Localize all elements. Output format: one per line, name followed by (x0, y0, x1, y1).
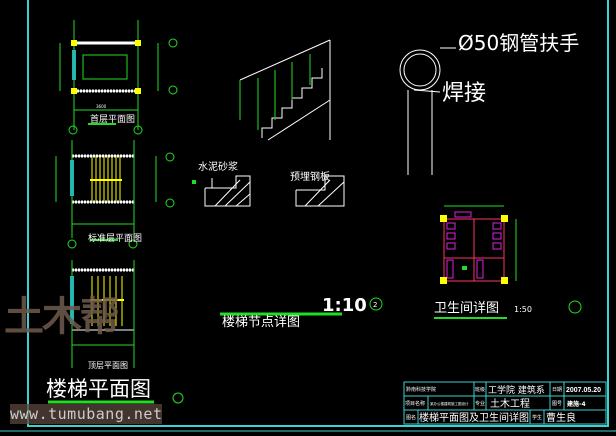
major-value: 土木工程 (490, 397, 530, 410)
project-label: 项目名称 (405, 400, 425, 407)
project-value: 某办公楼建筑施工图设计 (430, 401, 469, 406)
toilet-scale: 1:50 (514, 305, 532, 314)
plan-label-top: 顶层平面图 (88, 361, 128, 370)
node-details (192, 175, 345, 207)
dimension-text: 3600 (96, 104, 107, 109)
main-title: 楼梯平面图 (46, 377, 151, 401)
detail-title: 楼梯节点详图 (222, 315, 300, 330)
toilet-number-circle (568, 300, 582, 314)
date-value: 2007.05.20 (566, 387, 601, 394)
school-name: 黔南科技学院 (406, 386, 436, 393)
mortar-label: 水泥砂浆 (198, 160, 238, 173)
class-label: 班级 (475, 386, 485, 393)
detail-number-circle (369, 297, 383, 311)
plan-label-ground: 首层平面图 (90, 113, 135, 125)
detail-scale: 1:10 (322, 295, 367, 316)
student-value: 曹生良 (546, 411, 576, 424)
student-label: 学生 (532, 414, 542, 421)
detail-number: 2 (373, 301, 377, 309)
sheet-label: 图号 (552, 401, 562, 407)
drawing-name-label: 图名 (406, 414, 416, 421)
toilet-plan (440, 205, 517, 284)
handrail-detail (399, 47, 456, 175)
handrail-note: Ø50钢管扶手 (458, 31, 579, 55)
watermark-logo: 土木帮 (4, 294, 120, 340)
watermark-url: www.tumubang.net (10, 404, 163, 424)
toilet-title: 卫生间详图 (434, 301, 499, 316)
drawing-name-value: 楼梯平面图及卫生间详图 (419, 411, 529, 424)
standard-floor-plan (55, 140, 175, 249)
weld-note: 焊接 (442, 81, 486, 106)
plan-label-standard: 标准层平面图 (88, 232, 142, 244)
ground-floor-plan (59, 20, 178, 135)
class-value: 工学院 建筑系 (488, 384, 545, 396)
major-label: 专业 (475, 400, 485, 407)
sheet-value: 建施-4 (567, 400, 586, 408)
top-floor-plan (48, 260, 184, 404)
title-block (403, 381, 607, 425)
date-label: 日期 (552, 387, 562, 393)
embedded-plate-label: 预埋钢板 (290, 170, 330, 183)
stair-section (239, 39, 331, 141)
